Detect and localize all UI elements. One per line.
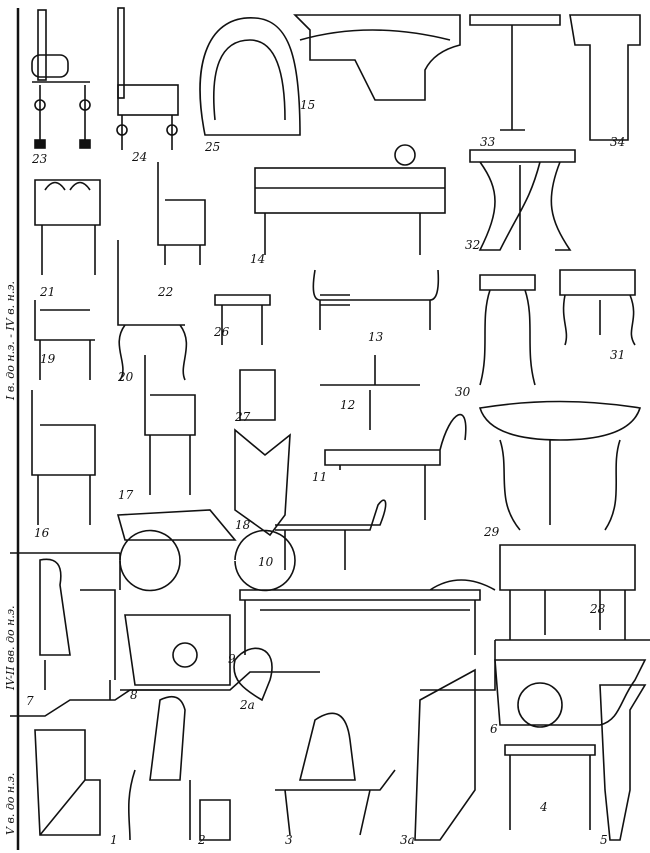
era-divider bbox=[420, 639, 650, 691]
figure-5-table-leg bbox=[599, 684, 647, 841]
figure-label: 12 bbox=[340, 398, 356, 412]
volute bbox=[517, 682, 563, 728]
figure-16-chair bbox=[31, 390, 96, 525]
figure-3-seated-figure bbox=[275, 712, 396, 836]
figure-8-capital bbox=[116, 509, 296, 686]
figure-label: 17 bbox=[118, 488, 134, 502]
era-label-4-2bc: IV-II вв. до н.э. bbox=[4, 605, 17, 690]
figure-6-capital bbox=[494, 659, 647, 726]
figure-12-couch-leg bbox=[320, 355, 420, 430]
figure-19-chair bbox=[34, 300, 95, 380]
figure-label: 11 bbox=[312, 470, 328, 484]
figure-label: 26 bbox=[214, 325, 230, 339]
figure-label: 2 bbox=[198, 833, 206, 847]
figure-28-table bbox=[499, 544, 636, 640]
figure-25-armchair bbox=[199, 17, 301, 136]
figure-label: 18 bbox=[235, 518, 251, 532]
era-divider bbox=[119, 553, 170, 691]
figure-label: 5 bbox=[600, 833, 608, 847]
figure-label: 15 bbox=[300, 98, 316, 112]
figure-label: 24 bbox=[132, 150, 148, 164]
figure-18-chair bbox=[234, 428, 291, 537]
figure-15-couch bbox=[293, 14, 461, 101]
era-divider bbox=[10, 671, 320, 717]
figure-7-seated-figure bbox=[39, 558, 116, 700]
figure-label: 2a bbox=[240, 698, 255, 712]
figure-label: 19 bbox=[40, 352, 56, 366]
figure-9-couch bbox=[239, 579, 496, 655]
figure-label: 34 bbox=[610, 135, 626, 149]
figure-label: 27 bbox=[235, 410, 251, 424]
figure-label: 14 bbox=[250, 252, 266, 266]
figure-label: 33 bbox=[480, 135, 496, 149]
figure-label: 4 bbox=[540, 800, 548, 814]
figure-30-stool bbox=[479, 274, 536, 386]
figure-24-chair bbox=[116, 7, 179, 150]
figure-label: 21 bbox=[40, 285, 56, 299]
era-label-5bc: V в. до н.э. bbox=[4, 772, 17, 835]
figure-29-stool bbox=[478, 400, 642, 531]
figure-33-table bbox=[469, 14, 561, 131]
figure-23-chair bbox=[31, 9, 91, 149]
figure-2a-bird-head bbox=[233, 647, 273, 702]
rosette-ornament bbox=[172, 642, 198, 668]
figure-22-chair bbox=[157, 162, 206, 265]
figure-label: 31 bbox=[610, 348, 626, 362]
figure-13-couch bbox=[312, 269, 440, 330]
figure-label: 6 bbox=[490, 722, 498, 736]
figure-32-table bbox=[469, 149, 576, 251]
figure-10-couch bbox=[275, 499, 387, 570]
figure-label: 3 bbox=[285, 833, 293, 847]
figure-26-stool bbox=[214, 294, 271, 345]
figure-3a-leg bbox=[414, 668, 476, 841]
figure-11-couch bbox=[324, 413, 467, 520]
figure-label: 20 bbox=[118, 370, 134, 384]
figure-label: 1 bbox=[110, 833, 118, 847]
figure-14-couch-with-reclining-figure bbox=[254, 144, 446, 306]
figure-31-stool bbox=[559, 269, 636, 346]
era-label-1bc-4ad: I в. до н.э. - IV в. н.э. bbox=[4, 280, 17, 400]
figure-20-chair bbox=[117, 240, 188, 381]
figure-34-pedestal bbox=[569, 14, 641, 141]
figure-label: 32 bbox=[465, 238, 481, 252]
figure-label: 13 bbox=[368, 330, 384, 344]
figure-label: 22 bbox=[158, 285, 174, 299]
figure-label: 10 bbox=[258, 555, 274, 569]
figure-4-table bbox=[504, 744, 596, 830]
figure-label: 29 bbox=[484, 525, 500, 539]
figure-label: 16 bbox=[34, 526, 50, 540]
figure-label: 8 bbox=[130, 688, 138, 702]
figure-label: 9 bbox=[228, 652, 236, 666]
figure-label: 3a bbox=[400, 833, 415, 847]
figure-label: 23 bbox=[32, 152, 48, 166]
figure-label: 7 bbox=[26, 694, 34, 708]
figure-label: 28 bbox=[590, 602, 606, 616]
figure-21-chair bbox=[34, 179, 101, 275]
figure-27-footstool bbox=[239, 369, 276, 421]
figure-label: 30 bbox=[455, 385, 471, 399]
figure-1-throne bbox=[34, 729, 101, 836]
figure-2-seated-figure bbox=[127, 695, 231, 841]
figure-17-chair bbox=[144, 355, 196, 495]
figure-label: 25 bbox=[205, 140, 221, 154]
